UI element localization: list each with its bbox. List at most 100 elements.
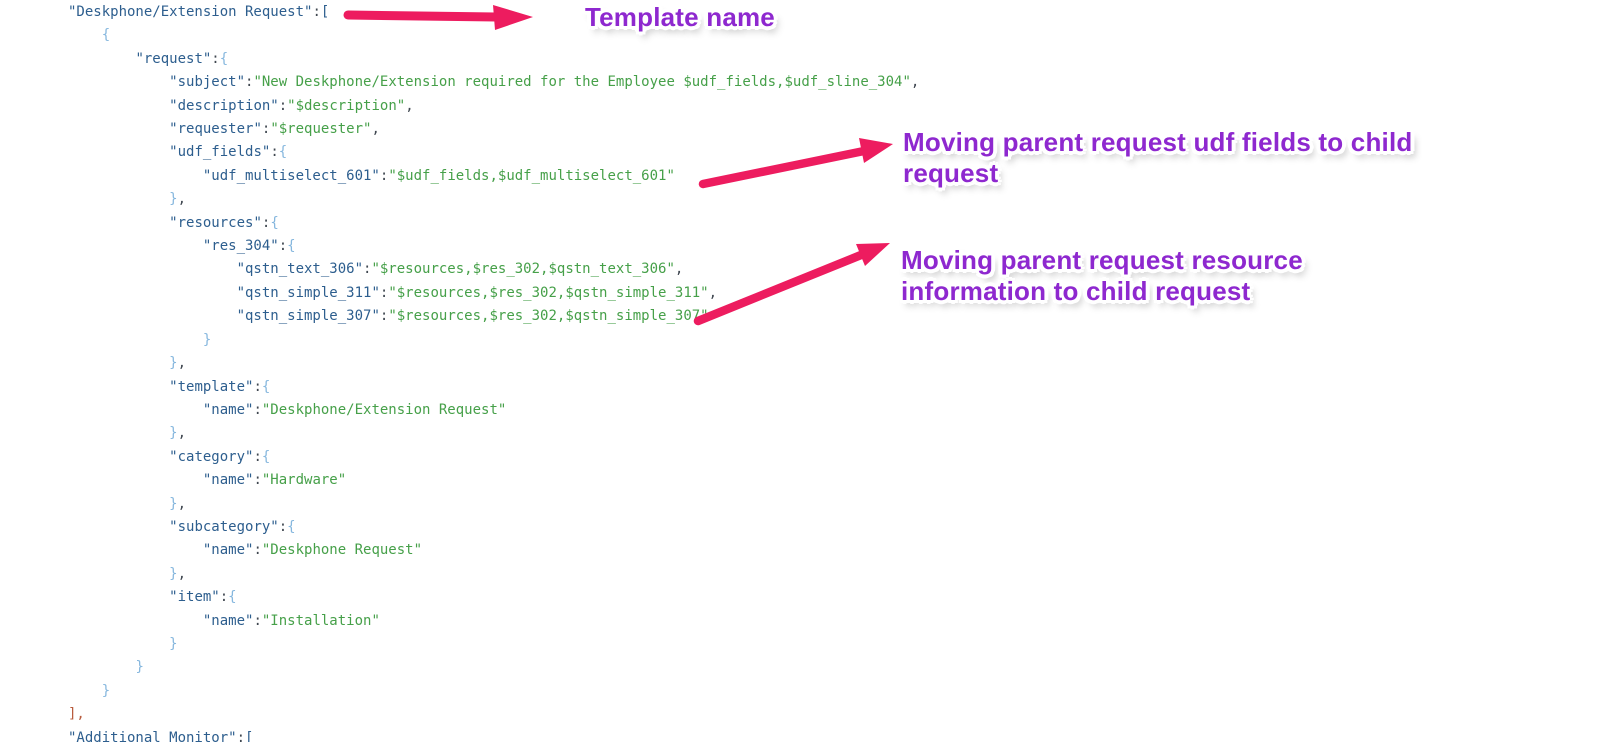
code-token-punct: } xyxy=(202,331,212,348)
code-token-punct: { xyxy=(270,214,279,231)
code-token-sep: : xyxy=(278,518,288,535)
code-token-punct: { xyxy=(278,144,288,161)
code-line: { xyxy=(68,24,1609,47)
code-token-punct: } xyxy=(169,635,178,652)
code-line: "qstn_simple_311":"$resources,$res_302,$… xyxy=(68,282,1609,305)
code-token-key: [ xyxy=(245,729,254,742)
code-token-string: "Deskphone Request" xyxy=(261,542,423,559)
code-token-sep: : xyxy=(245,74,254,91)
annotation-template-name-text: Template name xyxy=(585,2,775,32)
code-line: "request":{ xyxy=(68,48,1609,71)
code-token-punct: { xyxy=(261,448,271,465)
code-token-key: "subject" xyxy=(169,74,246,91)
code-line: "udf_multiselect_601":"$udf_fields,$udf_… xyxy=(68,165,1609,188)
annotation-udf-fields-note: Moving parent request udf fields to chil… xyxy=(903,127,1412,189)
code-token-sep: , xyxy=(177,495,187,512)
code-token-string: "$resources,$res_302,$qstn_simple_311" xyxy=(388,284,709,301)
code-token-sep: : xyxy=(219,589,229,606)
code-line: "name":"Hardware" xyxy=(68,469,1609,492)
code-token-sep: : xyxy=(261,214,271,231)
code-token-sep: : xyxy=(363,261,372,278)
code-line: "template":{ xyxy=(68,376,1609,399)
code-line: "name":"Installation" xyxy=(68,610,1609,633)
code-token-sep: : xyxy=(278,238,288,255)
code-token-key: "res_304" xyxy=(202,238,279,255)
code-line: "item":{ xyxy=(68,586,1609,609)
code-token-key: [ xyxy=(320,4,330,20)
code-token-key: "qstn_simple_307" xyxy=(236,308,380,325)
code-line: ], xyxy=(68,703,1609,726)
code-token-punct: } xyxy=(169,355,178,372)
annotation-resource-info-line1: Moving parent request resource xyxy=(901,245,1303,275)
code-token-punct: } xyxy=(169,425,178,442)
code-token-string: "Hardware" xyxy=(261,472,347,489)
code-token-sep: : xyxy=(253,542,262,559)
code-token-key: "name" xyxy=(202,612,254,629)
code-line: }, xyxy=(68,188,1609,211)
code-token-sep: : xyxy=(253,472,262,489)
code-token-punct: } xyxy=(169,565,178,582)
code-token-key: "name" xyxy=(202,401,254,418)
code-line: "category":{ xyxy=(68,446,1609,469)
code-token-punct: { xyxy=(287,238,296,255)
code-line: "name":"Deskphone/Extension Request" xyxy=(68,399,1609,422)
code-token-key: "requester" xyxy=(169,121,262,138)
code-token-sep: : xyxy=(236,729,246,742)
code-token-punct: { xyxy=(261,378,271,395)
code-token-key: "template" xyxy=(169,378,254,395)
code-line: "Additional Monitor":[ xyxy=(68,727,1609,742)
code-line: "subject":"New Deskphone/Extension requi… xyxy=(68,71,1609,94)
code-token-string: "Deskphone/Extension Request" xyxy=(261,401,507,418)
code-token-key: "udf_multiselect_601" xyxy=(202,167,380,184)
code-token-punct: } xyxy=(169,495,178,512)
code-token-string: "$description" xyxy=(287,97,406,114)
code-token-string: "$resources,$res_302,$qstn_text_306" xyxy=(371,261,675,278)
code-token-key: "request" xyxy=(135,50,212,67)
code-token-key: "name" xyxy=(202,472,254,489)
code-token-sep: : xyxy=(379,284,389,301)
code-token-punct: { xyxy=(228,589,237,606)
code-token-sep: : xyxy=(211,50,220,67)
code-token-string: "$resources,$res_302,$qstn_simple_307" xyxy=(388,308,709,325)
code-token-punct: } xyxy=(169,191,178,208)
annotation-template-name: Template name xyxy=(585,2,775,33)
code-line: "res_304":{ xyxy=(68,235,1609,258)
code-line: "requester":"$requester", xyxy=(68,118,1609,141)
code-token-sep: , xyxy=(708,284,718,301)
code-token-sep: : xyxy=(253,612,262,629)
code-token-sep: : xyxy=(270,144,279,161)
code-line: } xyxy=(68,633,1609,656)
annotation-resource-info-line2: information to child request xyxy=(901,276,1251,306)
code-token-sep: , xyxy=(177,191,187,208)
code-token-string: "Installation" xyxy=(261,612,380,629)
code-line: "Deskphone/Extension Request":[ xyxy=(68,1,1609,24)
code-token-punct: { xyxy=(219,50,229,67)
code-token-key: "udf_fields" xyxy=(169,144,271,161)
code-line: "subcategory":{ xyxy=(68,516,1609,539)
code-line: }, xyxy=(68,493,1609,516)
code-token-string: "$requester" xyxy=(270,121,372,138)
code-token-sep: , xyxy=(177,355,187,372)
code-token-sep: , xyxy=(910,74,920,91)
code-token-sep: : xyxy=(253,448,262,465)
code-line: "description":"$description", xyxy=(68,95,1609,118)
code-token-sep: , xyxy=(177,565,187,582)
code-token-string: "New Deskphone/Extension required for th… xyxy=(253,74,911,91)
code-token-sep: , xyxy=(674,261,684,278)
code-token-key: "subcategory" xyxy=(169,518,279,535)
code-line: }, xyxy=(68,422,1609,445)
code-token-key: "category" xyxy=(169,448,254,465)
code-line: }, xyxy=(68,563,1609,586)
annotation-resource-info-note: Moving parent request resource informati… xyxy=(901,245,1303,307)
code-line: "resources":{ xyxy=(68,212,1609,235)
code-token-sep: : xyxy=(261,121,271,138)
code-token-sep: : xyxy=(278,97,288,114)
code-token-punct: { xyxy=(287,518,296,535)
code-line: }, xyxy=(68,352,1609,375)
code-line: "name":"Deskphone Request" xyxy=(68,539,1609,562)
code-token-key: "qstn_simple_311" xyxy=(236,284,380,301)
code-token-sep: , xyxy=(405,97,414,114)
code-line: "udf_fields":{ xyxy=(68,141,1609,164)
